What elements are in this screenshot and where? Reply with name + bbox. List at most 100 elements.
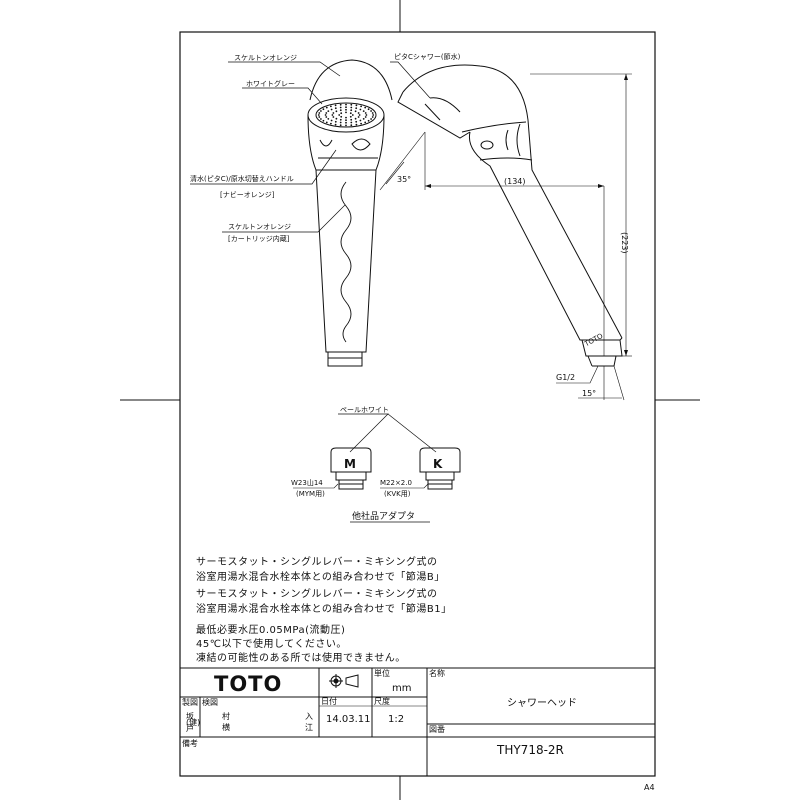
label-skeleton-orange-top: スケルトンオレンジ: [234, 54, 297, 62]
spray-hole: [339, 124, 342, 127]
note-line-3: サーモスタット・シングルレバー・ミキシング式の: [196, 587, 438, 600]
label-other-adapters: 他社品アダプタ: [352, 510, 415, 522]
spray-hole: [351, 114, 354, 116]
spray-hole: [362, 110, 365, 112]
spray-hole: [367, 119, 370, 122]
spray-hole: [350, 124, 353, 127]
shower-side-view: [397, 64, 623, 367]
spray-hole: [345, 119, 347, 122]
label-skeleton-orange-cartridge: スケルトンオレンジ: [228, 223, 291, 231]
label-handle-line1: 清水(ピタC)/原水切替えハンドル: [190, 174, 294, 183]
checker-name-1: 村: [222, 711, 230, 721]
note-line-4: 浴室用湯水混合水栓本体との組み合わせで「節湯B1」: [196, 602, 452, 615]
checker-stamp-2: 江: [305, 723, 313, 732]
spray-hole: [350, 103, 353, 106]
spray-hole: [334, 120, 337, 123]
spray-hole: [320, 118, 322, 120]
spray-hole: [322, 119, 325, 122]
spray-hole: [359, 119, 362, 122]
spray-hole: [358, 114, 361, 116]
spray-hole: [324, 114, 327, 116]
drafter-name-2: 戸: [186, 724, 194, 733]
spray-hole: [325, 121, 328, 124]
checker-name-2: 横: [222, 722, 230, 732]
drawing-frame: [179, 31, 656, 777]
note-line-2: 浴室用湯水混合水栓本体との組み合わせで「節湯B」: [196, 570, 445, 583]
spray-hole: [364, 116, 367, 118]
spray-hole: [320, 110, 322, 112]
spray-hole: [365, 114, 368, 116]
company-logo: TOTO: [214, 672, 282, 696]
dim-angle-15: 15°: [582, 389, 596, 398]
spray-hole: [355, 107, 358, 110]
spray-hole: [370, 110, 372, 112]
scale-value: 1:2: [388, 714, 404, 725]
spray-hole: [338, 114, 341, 116]
spray-hole: [349, 115, 352, 118]
spray-hole: [330, 105, 332, 108]
drawing-number-value: THY718-2R: [496, 743, 564, 757]
spray-hole: [332, 116, 335, 118]
spray-hole: [372, 114, 375, 116]
adapter-k-letter: K: [433, 457, 443, 471]
spray-hole: [345, 103, 347, 106]
adapter-k-thread: M22×2.0: [380, 479, 412, 487]
spray-hole: [371, 112, 374, 114]
spray-hole: [362, 118, 365, 120]
spray-hole: [327, 110, 330, 112]
spray-hole: [357, 112, 360, 114]
spray-hole: [364, 112, 367, 114]
spray-hole: [334, 104, 337, 107]
spray-hole: [345, 116, 347, 119]
spray-hole: [360, 105, 362, 108]
note-line-5: 最低必要水圧0.05MPa(流動圧): [196, 623, 345, 636]
spray-hole: [325, 106, 328, 109]
spray-hole: [370, 118, 372, 120]
spray-hole: [345, 111, 347, 114]
drawing-number-label: 図番: [429, 724, 445, 734]
spray-hole: [339, 118, 342, 121]
spray-hole: [339, 103, 342, 106]
head-brand-text: TOTO: [582, 332, 604, 349]
spray-hole: [360, 122, 362, 125]
spray-hole: [350, 106, 353, 109]
adapter-m-letter: M: [344, 457, 356, 471]
spray-hole: [334, 107, 337, 110]
label-cartridge-builtin: [カートリッジ内蔵]: [228, 234, 290, 243]
center-marks: [120, 0, 700, 800]
note-line-1: サーモスタット・シングルレバー・ミキシング式の: [196, 555, 438, 568]
spray-hole: [318, 112, 321, 114]
shower-front-view: [307, 59, 393, 367]
dim-height-223: (223): [620, 232, 629, 254]
spray-hole: [345, 124, 347, 127]
label-white-gray: ホワイトグレー: [246, 79, 295, 88]
adapter-k-use: (KVK用): [384, 490, 411, 498]
drafted-label: 製図: [182, 697, 198, 707]
spray-hole: [325, 116, 328, 118]
dim-thread-g12: G1/2: [556, 373, 575, 382]
spray-hole: [355, 104, 358, 107]
spray-hole: [330, 122, 332, 125]
date-label: 日付: [321, 696, 337, 706]
date-value: 14.03.11: [326, 714, 371, 725]
spray-hole: [345, 121, 347, 124]
spray-hole: [345, 106, 347, 109]
checked-label: 検図: [202, 697, 218, 707]
spray-hole: [332, 112, 335, 114]
spray-hole: [354, 110, 357, 113]
adapter-k: [419, 447, 461, 490]
sheet-size: A4: [644, 783, 655, 792]
label-pale-white: ペールホワイト: [340, 406, 389, 414]
spray-hole: [322, 108, 325, 111]
spray-hole: [331, 114, 334, 116]
adapter-leaders: [338, 413, 437, 453]
spray-hole: [357, 116, 360, 118]
name-label: 名称: [429, 668, 445, 678]
spray-hole: [335, 110, 338, 113]
spray-hole: [327, 118, 330, 120]
spray-hole: [318, 116, 321, 118]
spray-hole: [359, 108, 362, 111]
projection-symbol-icon: [329, 674, 359, 688]
spray-hole: [334, 123, 337, 126]
unit-value: mm: [392, 683, 411, 694]
